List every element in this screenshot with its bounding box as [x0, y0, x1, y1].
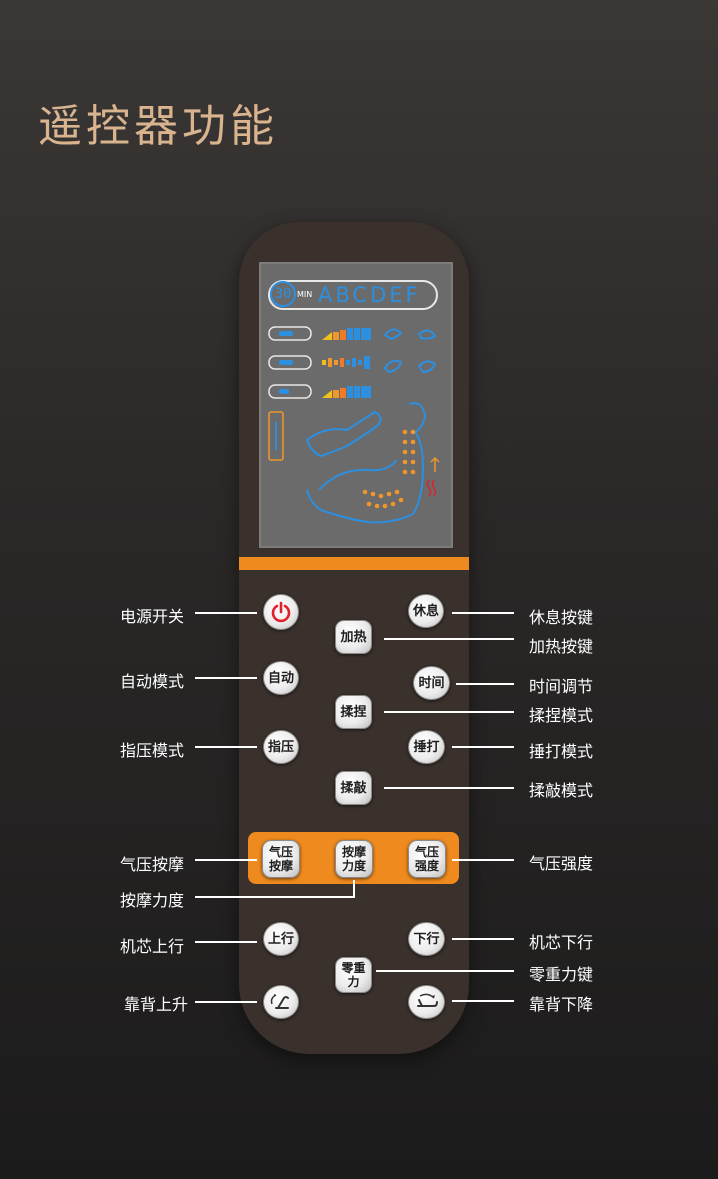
- air-massage-line-1: 气压: [268, 845, 293, 859]
- lcd-intensity-bars: [322, 328, 371, 398]
- line-heat-key: [384, 638, 514, 640]
- air-massage-button[interactable]: 气压 按摩: [262, 840, 300, 878]
- air-strength-button[interactable]: 气压 强度: [408, 840, 446, 878]
- label-knead-tap-mode: 揉敲模式: [529, 781, 594, 800]
- knead-button[interactable]: 揉捏: [335, 695, 372, 729]
- label-knead-mode: 揉捏模式: [529, 706, 594, 725]
- lcd-timer-bar: [268, 280, 438, 310]
- lcd-mode-letters: ABCDEF: [318, 283, 421, 307]
- power-icon: [271, 601, 291, 623]
- line-shiatsu-mode: [195, 746, 257, 748]
- label-heat-key: 加热按键: [529, 637, 594, 656]
- line-air-massage: [195, 859, 257, 861]
- label-time-adjust: 时间调节: [529, 677, 594, 696]
- line-auto-mode: [195, 677, 257, 679]
- backrest-down-button[interactable]: [408, 985, 445, 1019]
- label-shiatsu-mode: 指压模式: [119, 741, 184, 760]
- line-knead-tap-mode: [384, 787, 514, 789]
- zero-gravity-button[interactable]: 零重 力: [335, 957, 372, 993]
- line-time-adjust: [456, 683, 514, 685]
- lcd-position-indicator: [268, 411, 284, 461]
- label-auto-mode: 自动模式: [119, 672, 184, 691]
- line-backrest-down: [452, 1000, 514, 1002]
- lcd-mode-icons: [383, 328, 437, 374]
- lcd-timer-unit: MIN: [297, 290, 313, 299]
- line-core-up: [195, 941, 257, 943]
- lcd-up-down-arrow: [430, 456, 440, 472]
- lcd-indicators: [268, 326, 440, 524]
- power-button[interactable]: [263, 594, 299, 630]
- label-zero-gravity-key: 零重力键: [529, 965, 594, 984]
- intensity-line-2: 力度: [341, 859, 366, 873]
- backrest-up-button[interactable]: [263, 985, 299, 1019]
- air-strength-line-1: 气压: [414, 845, 439, 859]
- label-tap-mode: 捶打模式: [529, 742, 594, 761]
- label-core-down: 机芯下行: [529, 933, 594, 952]
- label-air-massage: 气压按摩: [119, 855, 184, 874]
- auto-button[interactable]: 自动: [263, 661, 299, 695]
- intensity-button[interactable]: 按摩 力度: [335, 840, 373, 878]
- backrest-down-icon: [416, 993, 438, 1007]
- zero-gravity-line-1: 零重: [341, 961, 366, 975]
- lcd-massage-dots: [362, 429, 416, 509]
- page-title: 遥控器功能: [38, 101, 278, 152]
- line-knead-mode: [384, 711, 514, 713]
- label-air-strength: 气压强度: [529, 854, 594, 873]
- zero-gravity-line-2: 力: [347, 975, 360, 989]
- label-massage-intensity: 按摩力度: [119, 891, 184, 910]
- lcd-status-slots: [268, 326, 312, 399]
- line-tap-mode: [452, 746, 514, 748]
- rest-button[interactable]: 休息: [408, 594, 444, 628]
- intensity-line-1: 按摩: [341, 845, 366, 859]
- time-button[interactable]: 时间: [413, 666, 450, 700]
- line-rest-key: [452, 612, 514, 614]
- label-power: 电源开关: [119, 607, 184, 626]
- label-backrest-down: 靠背下降: [529, 995, 594, 1014]
- lcd-heat-icon: [426, 479, 437, 497]
- label-core-up: 机芯上行: [119, 937, 184, 956]
- down-button[interactable]: 下行: [408, 922, 445, 956]
- lcd-body-outline: [305, 402, 427, 524]
- up-button[interactable]: 上行: [263, 922, 299, 956]
- line-core-down: [452, 938, 514, 940]
- lcd-timer-value: 30: [270, 281, 296, 307]
- shiatsu-button[interactable]: 指压: [263, 730, 299, 764]
- heat-button[interactable]: 加热: [335, 620, 372, 654]
- tap-button[interactable]: 捶打: [408, 730, 445, 764]
- backrest-up-icon: [270, 994, 289, 1009]
- line-air-strength: [452, 859, 514, 861]
- air-strength-line-2: 强度: [414, 859, 439, 873]
- line-zero-gravity-key: [376, 970, 514, 972]
- knead-tap-button[interactable]: 揉敲: [335, 771, 372, 805]
- line-backrest-up: [195, 1001, 257, 1003]
- line-power: [195, 612, 257, 614]
- line-massage-intensity-vertical: [353, 880, 355, 898]
- line-massage-intensity: [195, 896, 355, 898]
- accent-stripe: [239, 557, 469, 570]
- air-massage-line-2: 按摩: [268, 859, 293, 873]
- label-backrest-up: 靠背上升: [123, 995, 188, 1014]
- label-rest-key: 休息按键: [529, 608, 594, 627]
